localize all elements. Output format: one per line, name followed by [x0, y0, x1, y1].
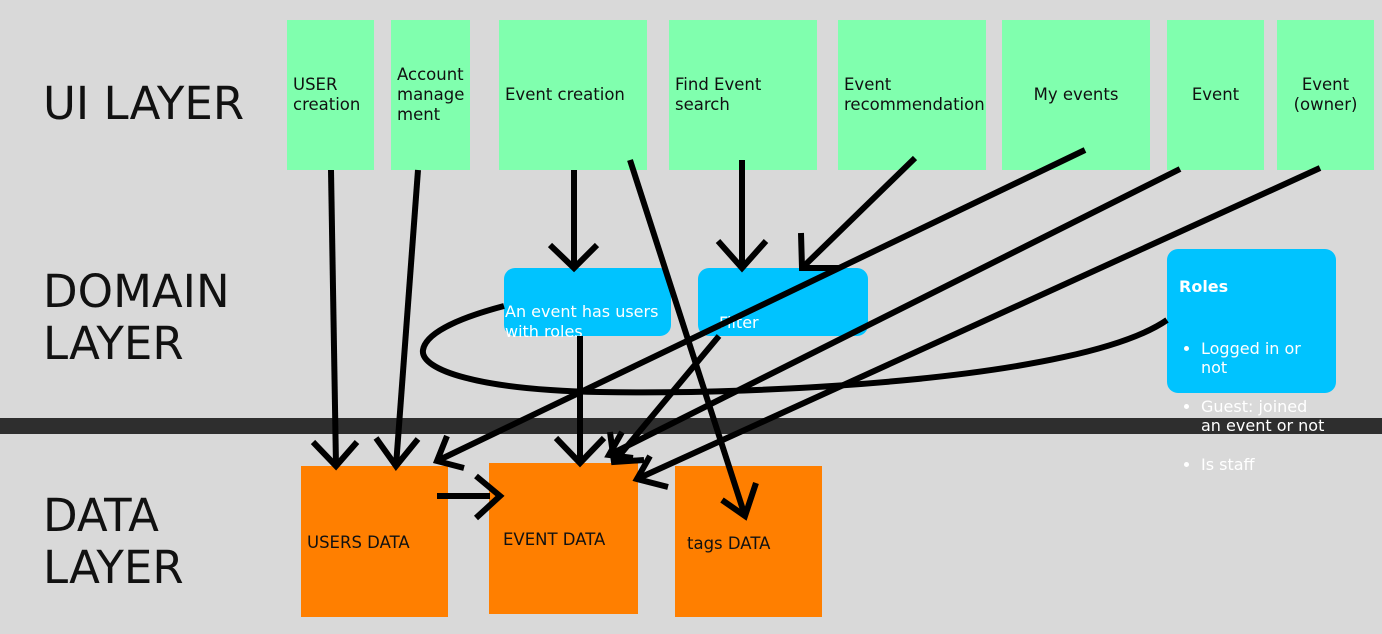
ui-box-label: Event (owner) [1293, 75, 1358, 114]
ui-box-user-creation: USER creation [287, 20, 374, 170]
domain-box-filter: Filter [698, 268, 868, 336]
domain-box-label: An event has users with roles [505, 302, 659, 341]
data-layer-label: DATA LAYER [43, 489, 184, 594]
arrowhead [604, 430, 634, 461]
domain-box-label: Filter [719, 313, 759, 332]
ui-box-event-creation: Event creation [499, 20, 647, 170]
arrowhead [798, 232, 840, 271]
data-box-label: USERS DATA [307, 533, 410, 552]
layer-divider [0, 418, 1382, 434]
arrowhead [715, 239, 769, 273]
ui-box-event-recommendation: Event recommendation [838, 20, 986, 170]
data-box-tags: tags DATA [675, 466, 822, 617]
arrowhead [553, 435, 607, 468]
domain-layer-label: DOMAIN LAYER [43, 265, 230, 370]
arrow-line [611, 334, 722, 464]
arrow-line [627, 159, 748, 517]
ui-layer-label: UI LAYER [43, 77, 245, 130]
domain-box-event-users-roles: An event has users with roles [504, 268, 671, 341]
arrowhead [607, 431, 645, 466]
roles-list: Logged in or not Guest: joined an event … [1179, 319, 1328, 494]
arrowhead [432, 434, 465, 471]
arrowhead [310, 439, 360, 471]
ui-box-label: Account manage ment [397, 65, 465, 124]
ui-box-event-owner: Event (owner) [1277, 20, 1374, 170]
arrowhead [373, 436, 421, 471]
ui-box-label: My events [1033, 85, 1119, 104]
ui-box-label: USER creation [293, 75, 361, 114]
ui-box-label: Find Event search [675, 75, 762, 114]
ui-box-find-event-search: Find Event search [669, 20, 817, 170]
domain-box-roles: Roles Logged in or not Guest: joined an … [1167, 249, 1336, 474]
roles-list-item: Logged in or not [1201, 339, 1328, 377]
ui-box-event: Event [1167, 20, 1264, 170]
data-box-label: EVENT DATA [503, 530, 606, 549]
arrow-line [607, 166, 1182, 458]
arrowhead [632, 454, 669, 490]
data-box-label: tags DATA [687, 534, 771, 553]
ui-box-account-management: Account manage ment [391, 20, 470, 170]
arrowhead [547, 242, 600, 273]
ui-box-label: Event recommendation [844, 75, 985, 114]
arrow-line [799, 155, 918, 271]
roles-list-item: Guest: joined an event or not [1201, 397, 1328, 435]
ui-box-my-events: My events [1002, 20, 1150, 170]
ui-box-label: Event [1191, 85, 1240, 104]
data-box-users: USERS DATA [301, 466, 448, 617]
roles-title: Roles [1179, 277, 1229, 296]
ui-box-label: Event creation [505, 85, 625, 104]
roles-list-item: Is staff [1201, 455, 1328, 474]
data-box-event: EVENT DATA [489, 463, 638, 614]
